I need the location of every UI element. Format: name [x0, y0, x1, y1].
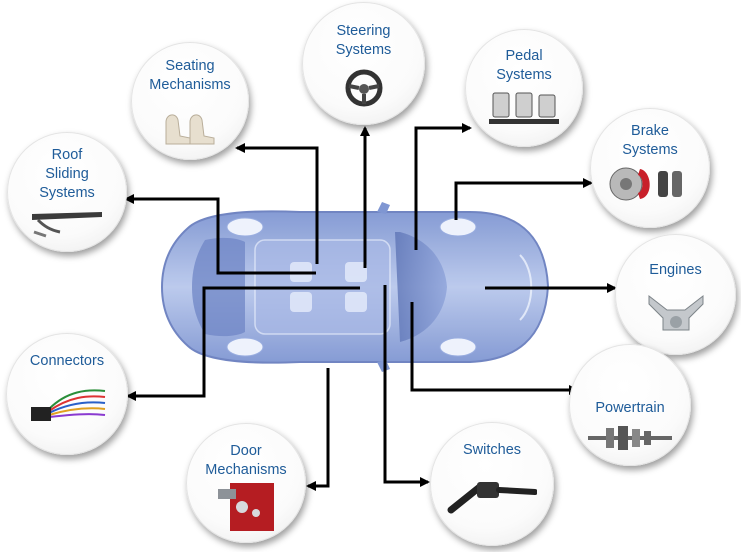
- pedal-set-icon: [489, 92, 559, 124]
- steering-label: Steering Systems: [335, 23, 392, 58]
- car-windshield: [395, 232, 447, 342]
- brake-disc-caliper-icon: [609, 167, 682, 201]
- roof-rail-icon: [32, 212, 102, 238]
- seating-label: Seating Mechanisms: [149, 58, 231, 93]
- powertrain-label: Powertrain: [595, 400, 665, 416]
- component-roof[interactable]: Roof Sliding Systems: [7, 132, 127, 252]
- car-wheel: [226, 217, 264, 237]
- component-pedal[interactable]: Pedal Systems: [465, 29, 583, 147]
- arrow-pedal: [414, 123, 472, 250]
- arrow-powertrain: [410, 302, 579, 395]
- gear-shaft-icon: [588, 426, 672, 450]
- engines-label: Engines: [649, 262, 702, 278]
- switches-label: Switches: [462, 442, 522, 458]
- wire-connector-icon: [31, 389, 106, 421]
- car-mirror: [377, 202, 390, 214]
- component-connectors[interactable]: Connectors: [6, 333, 128, 455]
- stalk-switch-icon: [447, 482, 537, 514]
- roof-label: Roof Sliding Systems: [39, 147, 95, 201]
- car-seat-icon: [165, 114, 215, 145]
- car-wheel: [226, 337, 264, 357]
- arrow-door: [306, 368, 330, 491]
- arrow-brake: [454, 178, 593, 220]
- arrow-switches: [383, 285, 430, 487]
- arrow-roof: [124, 194, 316, 275]
- car-wheel: [439, 337, 477, 357]
- component-brake[interactable]: Brake Systems: [590, 108, 710, 228]
- component-steering[interactable]: Steering Systems: [302, 2, 425, 125]
- component-seating[interactable]: Seating Mechanisms: [131, 42, 249, 160]
- component-powertrain[interactable]: Powertrain: [569, 344, 691, 466]
- connectors-label: Connectors: [29, 353, 105, 369]
- brake-label: Brake Systems: [622, 123, 678, 158]
- arrow-connectors: [126, 286, 360, 401]
- engine-block-icon: [648, 294, 703, 331]
- component-engines[interactable]: Engines: [615, 234, 736, 355]
- component-door[interactable]: Door Mechanisms: [186, 423, 306, 543]
- door-label: Door Mechanisms: [205, 443, 287, 478]
- pedal-label: Pedal Systems: [496, 48, 552, 83]
- arrow-seating: [235, 143, 319, 264]
- car-wheel: [439, 217, 477, 237]
- component-switches[interactable]: Switches: [430, 422, 554, 546]
- door-latch-icon: [218, 483, 274, 531]
- steering-wheel-icon: [345, 69, 382, 107]
